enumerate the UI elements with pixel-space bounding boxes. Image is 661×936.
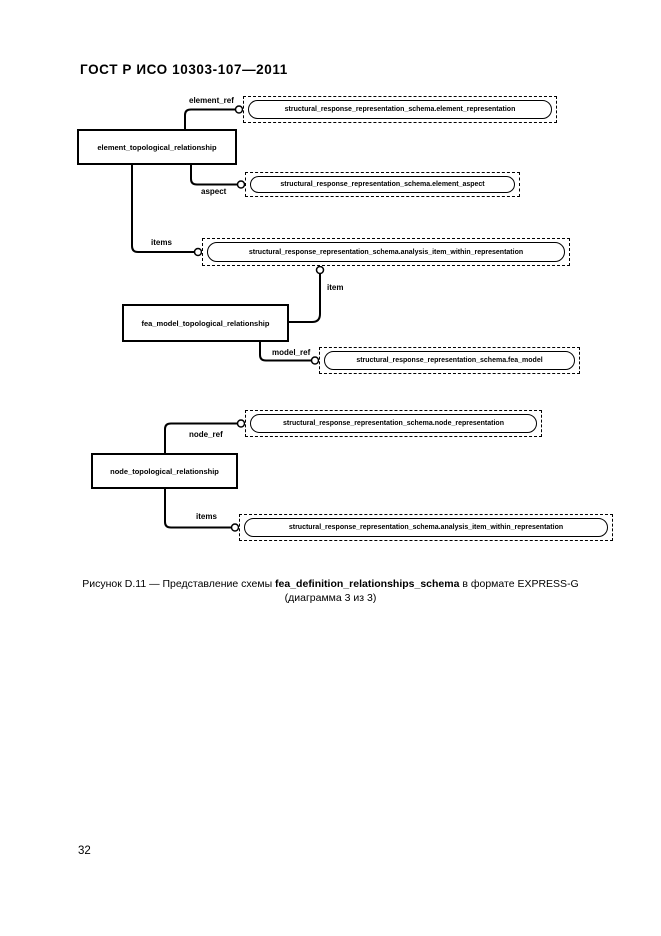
schema-ref-oval: structural_response_representation_schem…: [207, 242, 565, 262]
caption-text-before: Рисунок D.11 — Представление схемы: [82, 578, 276, 590]
schema-ref-element-representation: structural_response_representation_schem…: [243, 96, 557, 123]
schema-ref-oval: structural_response_representation_schem…: [250, 176, 515, 193]
schema-ref-analysis-item-within-representation-top: structural_response_representation_schem…: [202, 238, 570, 266]
document-header: ГОСТ Р ИСО 10303-107—2011: [80, 62, 288, 77]
schema-ref-oval: structural_response_representation_schem…: [250, 414, 537, 433]
caption-text-after: в формате EXPRESS-G: [459, 578, 579, 590]
connector-model-ref: [259, 342, 311, 362]
figure-caption-line2: (диаграмма 3 из 3): [284, 592, 377, 605]
attribute-label-aspect: aspect: [201, 187, 227, 196]
connector-node-ref: [164, 422, 237, 453]
connector-item: [289, 274, 321, 323]
relation-end-circle: [310, 356, 320, 365]
relation-end-circle: [315, 265, 325, 275]
relation-end-circle: [230, 523, 240, 532]
schema-ref-fea-model: structural_response_representation_schem…: [319, 347, 580, 374]
relation-end-circle: [193, 247, 203, 257]
attribute-label-node-ref: node_ref: [189, 430, 223, 439]
entity-box-fea-model-topological-relationship: fea_model_topological_relationship: [122, 304, 289, 342]
relation-end-circle: [236, 180, 246, 189]
figure-caption-line1: Рисунок D.11 — Представление схемы fea_d…: [0, 577, 661, 591]
relation-end-circle: [234, 105, 244, 114]
schema-ref-analysis-item-within-representation-bottom: structural_response_representation_schem…: [239, 514, 613, 541]
figure-caption: Рисунок D.11 — Представление схемы fea_d…: [0, 577, 661, 605]
attribute-label-items-top: items: [151, 238, 172, 247]
caption-schema-name: fea_definition_relationships_schema: [275, 578, 460, 590]
attribute-label-item: item: [327, 283, 344, 292]
schema-ref-node-representation: structural_response_representation_schem…: [245, 410, 542, 437]
schema-ref-oval: structural_response_representation_schem…: [248, 100, 552, 119]
connector-element-ref: [184, 108, 235, 129]
connector-aspect: [190, 165, 237, 186]
page-number: 32: [78, 845, 91, 857]
schema-ref-oval: structural_response_representation_schem…: [324, 351, 575, 370]
attribute-label-model-ref: model_ref: [272, 348, 311, 357]
schema-ref-element-aspect: structural_response_representation_schem…: [245, 172, 520, 197]
entity-box-node-topological-relationship: node_topological_relationship: [91, 453, 238, 489]
attribute-label-items-bottom: items: [196, 512, 217, 521]
connector-items-bottom: [164, 489, 231, 529]
entity-box-element-topological-relationship: element_topological_relationship: [77, 129, 237, 165]
schema-ref-oval: structural_response_representation_schem…: [244, 518, 608, 537]
connector-items-top: [131, 165, 194, 253]
attribute-label-element-ref: element_ref: [189, 96, 234, 105]
relation-end-circle: [236, 419, 246, 428]
